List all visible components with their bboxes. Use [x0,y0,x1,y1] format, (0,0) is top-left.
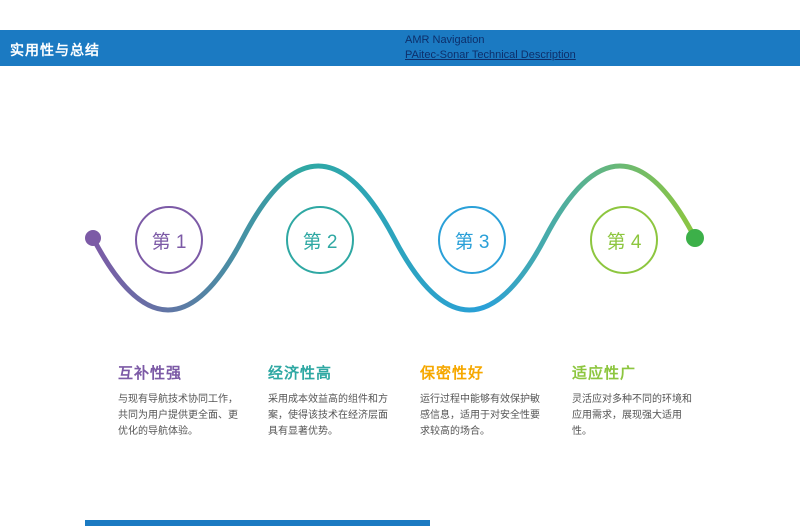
header-bar: 实用性与总结 AMR Navigation PAitec-Sonar Techn… [0,30,800,66]
step-body: 灵活应对多种不同的环境和应用需求，展现强大适用性。 [572,394,692,437]
step-circle-label: 第 4 [606,231,642,253]
step-circle-label: 第 1 [151,231,187,253]
step-text-3: 保密性好 运行过程中能够有效保护敏感信息，适用于对安全性要求较高的场合。 [420,362,548,440]
wave-path [90,163,698,313]
step-body: 运行过程中能够有效保护敏感信息，适用于对安全性要求较高的场合。 [420,394,540,437]
page-title: 实用性与总结 [10,42,100,58]
step-heading: 互补性强 [118,365,183,382]
step-heading: 适应性广 [572,365,637,382]
step-circle-2: 第 2 [286,206,354,274]
step-body: 与现有导航技术协同工作，共同为用户提供更全面、更优化的导航体验。 [118,394,238,437]
step-heading: 保密性好 [420,365,485,382]
step-circle-label: 第 2 [302,231,338,253]
step-text-2: 经济性高 采用成本效益高的组件和方案，使得该技术在经济层面具有显著优势。 [268,362,396,440]
step-circle-3: 第 3 [438,206,506,274]
doc-title-block: AMR Navigation PAitec-Sonar Technical De… [405,33,576,64]
wave-start-dot [85,230,101,246]
step-circle-1: 第 1 [135,206,203,274]
step-circle-label: 第 3 [454,231,490,253]
step-body: 采用成本效益高的组件和方案，使得该技术在经济层面具有显著优势。 [268,394,388,437]
footer-bar [85,520,430,526]
step-text-1: 互补性强 与现有导航技术协同工作，共同为用户提供更全面、更优化的导航体验。 [118,362,246,440]
step-text-4: 适应性广 灵活应对多种不同的环境和应用需求，展现强大适用性。 [572,362,700,440]
wave-end-dot [686,229,704,247]
step-circle-4: 第 4 [590,206,658,274]
doc-title-line: AMR Navigation [405,34,485,46]
doc-subtitle-link[interactable]: PAitec-Sonar Technical Description [405,49,576,62]
step-heading: 经济性高 [268,365,333,382]
